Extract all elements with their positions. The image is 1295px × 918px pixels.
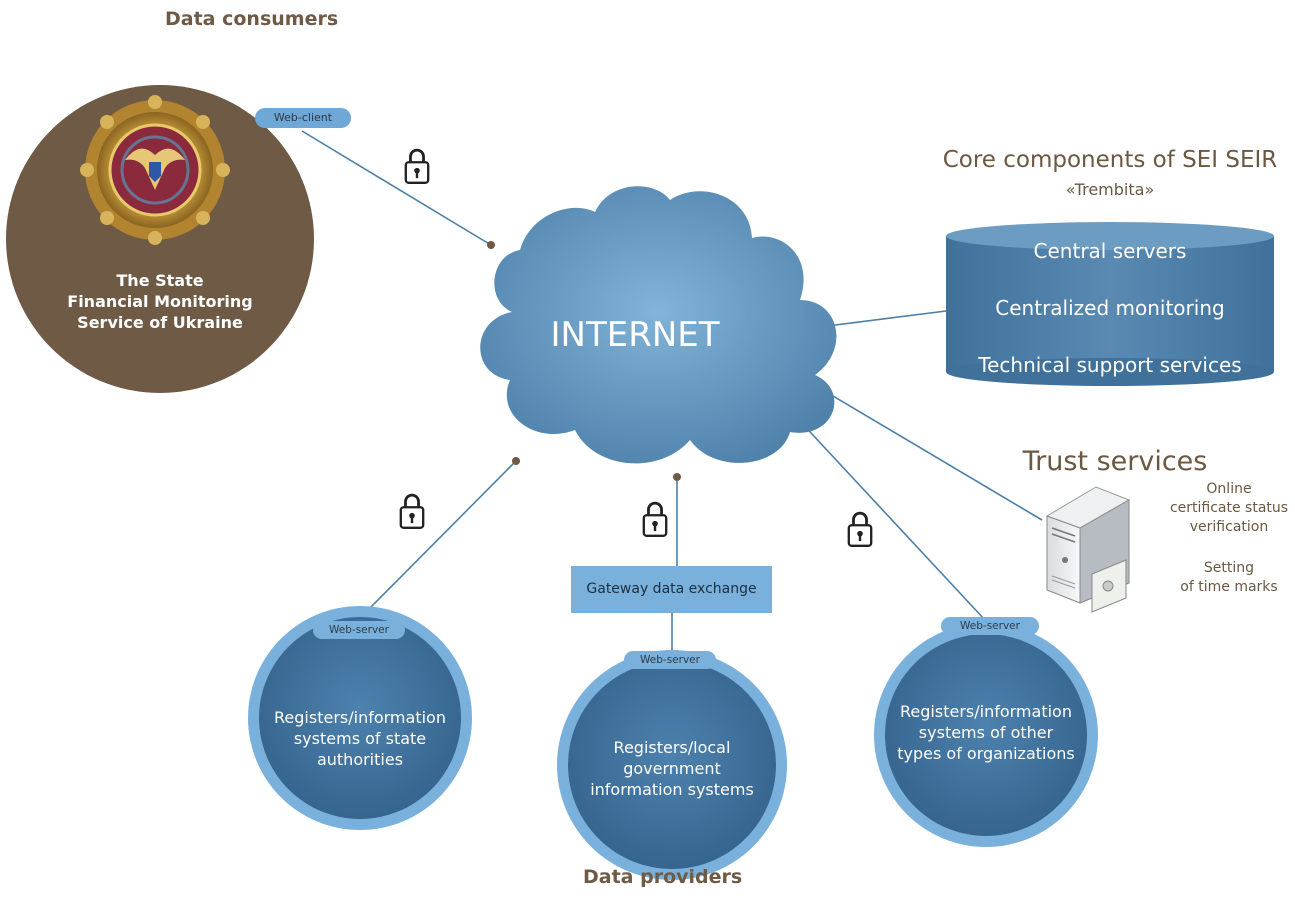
- trust-line: of time marks: [1180, 579, 1278, 595]
- provider-node-left: [248, 606, 472, 830]
- trust-line: Setting: [1203, 560, 1255, 576]
- provider-line: systems of other: [918, 723, 1054, 742]
- web-server-badge: Web-server: [313, 621, 405, 639]
- provider-line: systems of state: [293, 729, 427, 748]
- lock-icon: [404, 148, 430, 185]
- link-provider-left: [359, 460, 517, 619]
- provider-label-other-organizations: Registers/information systems of other t…: [880, 701, 1092, 764]
- provider-node-right: [874, 623, 1098, 847]
- lock-icon: [642, 501, 668, 538]
- core-item-central-servers: Central servers: [1033, 239, 1187, 263]
- server-icon: [1045, 486, 1131, 613]
- org-name-line: Service of Ukraine: [77, 313, 243, 332]
- trust-line: verification: [1189, 519, 1269, 535]
- core-item-centralized-monitoring: Centralized monitoring: [995, 296, 1225, 320]
- provider-line: Registers/local: [613, 738, 731, 757]
- provider-line: authorities: [316, 750, 404, 769]
- state-seal-logo: [80, 95, 230, 245]
- lock-icon: [847, 511, 873, 548]
- provider-label-state-authorities: Registers/information systems of state a…: [260, 707, 460, 770]
- core-components-subtitle: «Trembita»: [1065, 180, 1155, 199]
- provider-line: Registers/information: [274, 708, 446, 727]
- org-name-line: The State: [116, 271, 204, 290]
- trust-online-verification: Online certificate status verification: [1168, 480, 1290, 537]
- consumer-org-name: The State Financial Monitoring Service o…: [60, 270, 260, 333]
- link-provider-right: [797, 418, 986, 621]
- internet-label: INTERNET: [550, 315, 720, 355]
- trust-line: Online: [1206, 481, 1252, 497]
- link-trust: [805, 379, 1043, 521]
- provider-line: government: [623, 759, 721, 778]
- data-consumers-header: Data consumers: [165, 8, 339, 30]
- provider-line: information systems: [590, 780, 754, 799]
- trust-line: certificate status: [1169, 500, 1289, 516]
- provider-label-local-government: Registers/local government information s…: [572, 737, 772, 800]
- data-providers-header: Data providers: [583, 866, 743, 888]
- trust-services-title: Trust services: [1022, 446, 1208, 477]
- provider-node-center: [557, 650, 787, 880]
- web-server-badge: Web-server: [624, 651, 716, 669]
- core-cylinder: [946, 222, 1274, 386]
- lock-icon: [399, 493, 425, 530]
- provider-line: types of organizations: [897, 744, 1075, 763]
- internet-cloud-shape: [480, 186, 837, 464]
- gateway-data-exchange-box: Gateway data exchange: [571, 566, 772, 613]
- web-server-badge: Web-server: [941, 617, 1039, 635]
- core-item-technical-support: Technical support services: [978, 353, 1242, 377]
- org-name-line: Financial Monitoring: [67, 292, 253, 311]
- trust-time-marks: Setting of time marks: [1168, 559, 1290, 597]
- provider-line: Registers/information: [900, 702, 1072, 721]
- link-consumer: [301, 130, 492, 246]
- web-client-badge: Web-client: [255, 108, 351, 128]
- core-components-title: Core components of SEI SEIR: [942, 147, 1278, 173]
